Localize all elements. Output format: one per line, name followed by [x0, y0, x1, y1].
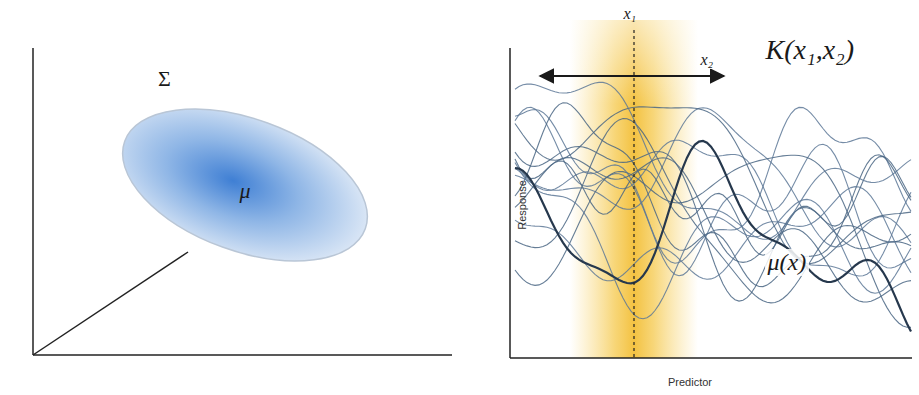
distance-arrow: [540, 75, 724, 77]
sample-curve: [515, 119, 911, 303]
axis-label: Predictor: [668, 376, 712, 388]
sample-curve: [515, 156, 911, 255]
dashed-line: [633, 30, 634, 358]
axis: [33, 252, 188, 355]
kernel-label: K(x₁,x₂): [763, 34, 858, 66]
sample-curve: [515, 107, 911, 263]
sample-curve: [515, 163, 911, 319]
covariance-label: Σ: [158, 66, 171, 92]
point-label: x₁: [624, 5, 637, 23]
axis: [509, 48, 511, 358]
axis: [510, 357, 912, 359]
axis: [33, 354, 452, 356]
sample-curve: [515, 82, 911, 239]
sample-curve: [515, 107, 911, 275]
axis-label: Response: [516, 180, 528, 230]
sample-curve: [515, 107, 911, 264]
sample-curve: [515, 158, 911, 302]
mean-label: μ: [239, 178, 250, 204]
mean-curve: [515, 141, 911, 332]
sample-curves: [515, 82, 911, 331]
axis: [32, 48, 34, 355]
mean-function-label: μ(x): [765, 249, 810, 276]
sample-curve: [515, 103, 911, 287]
distribution-ellipse: Σμ: [110, 100, 380, 270]
sample-curve: [515, 155, 911, 327]
point-label: x₂: [698, 51, 717, 69]
